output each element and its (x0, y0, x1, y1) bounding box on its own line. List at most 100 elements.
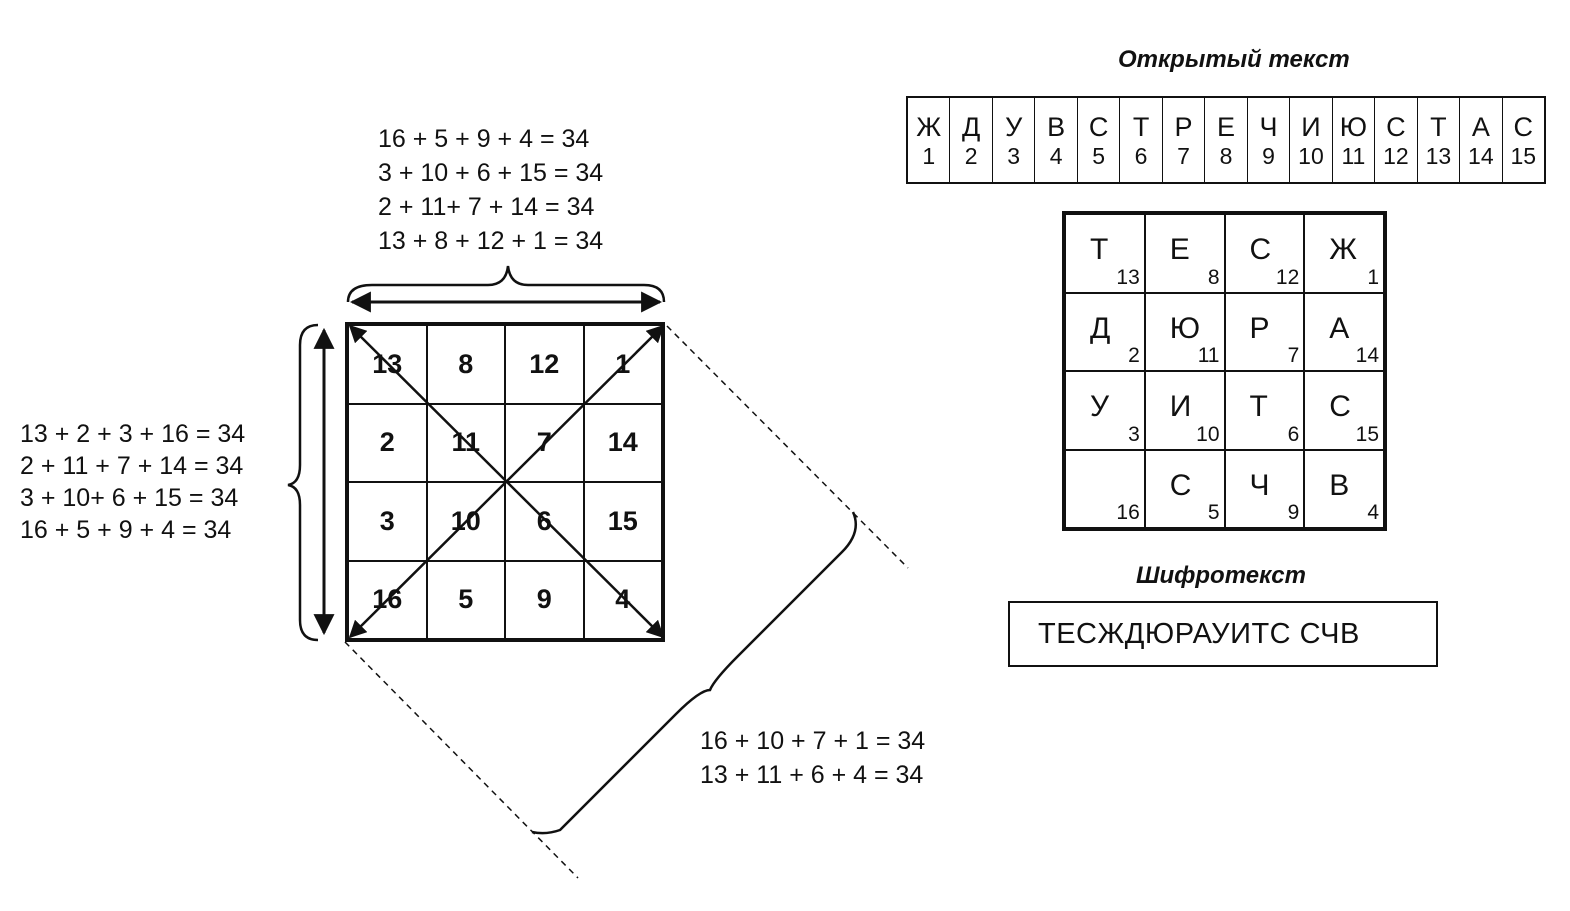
dashed-guide (666, 325, 909, 569)
cipher-number: 11 (1197, 344, 1220, 367)
cipher-letter: С (1249, 233, 1272, 266)
cipher-letter: Ж (1329, 233, 1357, 266)
plaintext-number: 7 (1177, 143, 1190, 169)
cipher-number: 13 (1116, 265, 1140, 289)
cipher-letter: Т (1090, 233, 1109, 266)
plaintext-letter: А (1471, 112, 1490, 142)
diagonal-brace (531, 511, 857, 835)
cipher-cell: Т 13 (1065, 214, 1145, 293)
plaintext-letter: И (1301, 112, 1321, 142)
diagonal-sum-line: 16 + 10 + 7 + 1 = 34 (700, 727, 926, 755)
plaintext-letter: С (1513, 112, 1534, 142)
left-sum-line: 2 + 11 + 7 + 14 = 34 (20, 452, 244, 480)
cipher-letter: И (1169, 390, 1192, 423)
cipher-letter: В (1329, 468, 1350, 502)
ciphertext-box: ТЕСЖДЮРАУИТС СЧВ (1008, 601, 1438, 667)
cipher-number: 3 (1128, 422, 1140, 446)
cipher-number: 12 (1275, 265, 1300, 289)
plaintext-letter: С (1386, 112, 1406, 142)
plaintext-letter: В (1047, 112, 1066, 142)
plaintext-number: 2 (964, 143, 978, 169)
top-sum-line: 13 + 8 + 12 + 1 = 34 (378, 227, 604, 255)
plaintext-letter: Д (962, 112, 981, 142)
left-sum-line: 3 + 10+ 6 + 15 = 34 (20, 484, 239, 512)
left-sum-line: 13 + 2 + 3 + 16 = 34 (20, 420, 246, 448)
diagonal-sum-line: 13 + 11 + 6 + 4 = 34 (700, 761, 924, 789)
plaintext-letter: Ж (916, 112, 942, 142)
plaintext-label: Открытый текст (1118, 46, 1350, 73)
cipher-number: 5 (1207, 501, 1220, 524)
plaintext-letter: Т (1430, 112, 1447, 142)
plaintext-letter: У (1005, 112, 1023, 142)
cipher-number: 4 (1367, 501, 1379, 524)
cipher-letter: А (1329, 311, 1350, 345)
cipher-letter: У (1090, 390, 1110, 423)
plaintext-number: 13 (1425, 143, 1452, 169)
plaintext-number: 15 (1510, 143, 1537, 169)
top-sums: 16 + 5 + 9 + 4 = 34 3 + 10 + 6 + 15 = 34… (378, 122, 603, 258)
plaintext-number: 10 (1298, 143, 1324, 169)
cipher-number: 2 (1128, 344, 1140, 367)
diagonal-sums: 16 + 10 + 7 + 1 = 34 13 + 11 + 6 + 4 = 3… (700, 724, 925, 792)
plaintext-letter: Ч (1259, 112, 1278, 142)
left-sums: 13 + 2 + 3 + 16 = 34 2 + 11 + 7 + 14 = 3… (20, 418, 245, 546)
plaintext-number: 11 (1341, 143, 1366, 169)
plaintext-number: 9 (1262, 143, 1275, 169)
cipher-number: 16 (1116, 501, 1140, 524)
plaintext-number: 4 (1049, 143, 1063, 169)
plaintext-number: 14 (1468, 143, 1494, 169)
plaintext-number: 12 (1383, 143, 1409, 169)
cipher-letter: Ю (1169, 311, 1201, 345)
cipher-cell: 16 (1065, 449, 1145, 528)
plaintext-number: 3 (1007, 143, 1021, 169)
top-sum-line: 2 + 11+ 7 + 14 = 34 (378, 193, 595, 221)
cipher-number: 7 (1287, 344, 1300, 367)
cipher-letter: Д (1090, 311, 1111, 345)
cipher-number: 6 (1287, 422, 1300, 446)
plaintext-number: 6 (1134, 143, 1148, 169)
cipher-letter: Ч (1249, 468, 1270, 502)
dashed-guide (344, 641, 579, 879)
cipher-letter: Е (1169, 233, 1190, 266)
cipher-letter: Р (1249, 311, 1270, 345)
cipher-number: 14 (1355, 344, 1379, 367)
cipher-number: 10 (1196, 422, 1220, 446)
plaintext-letter: С (1088, 112, 1109, 142)
ciphertext-label: Шифротекст (1136, 562, 1306, 589)
plaintext-number: 5 (1092, 143, 1105, 169)
left-sum-line: 16 + 5 + 9 + 4 = 34 (20, 516, 232, 544)
top-sum-line: 16 + 5 + 9 + 4 = 34 (378, 125, 590, 153)
cipher-letter: С (1329, 390, 1351, 423)
cipher-number: 8 (1207, 265, 1220, 289)
plaintext-letter: Е (1217, 112, 1236, 142)
cipher-number: 15 (1355, 422, 1379, 446)
cipher-letter: С (1169, 468, 1192, 502)
